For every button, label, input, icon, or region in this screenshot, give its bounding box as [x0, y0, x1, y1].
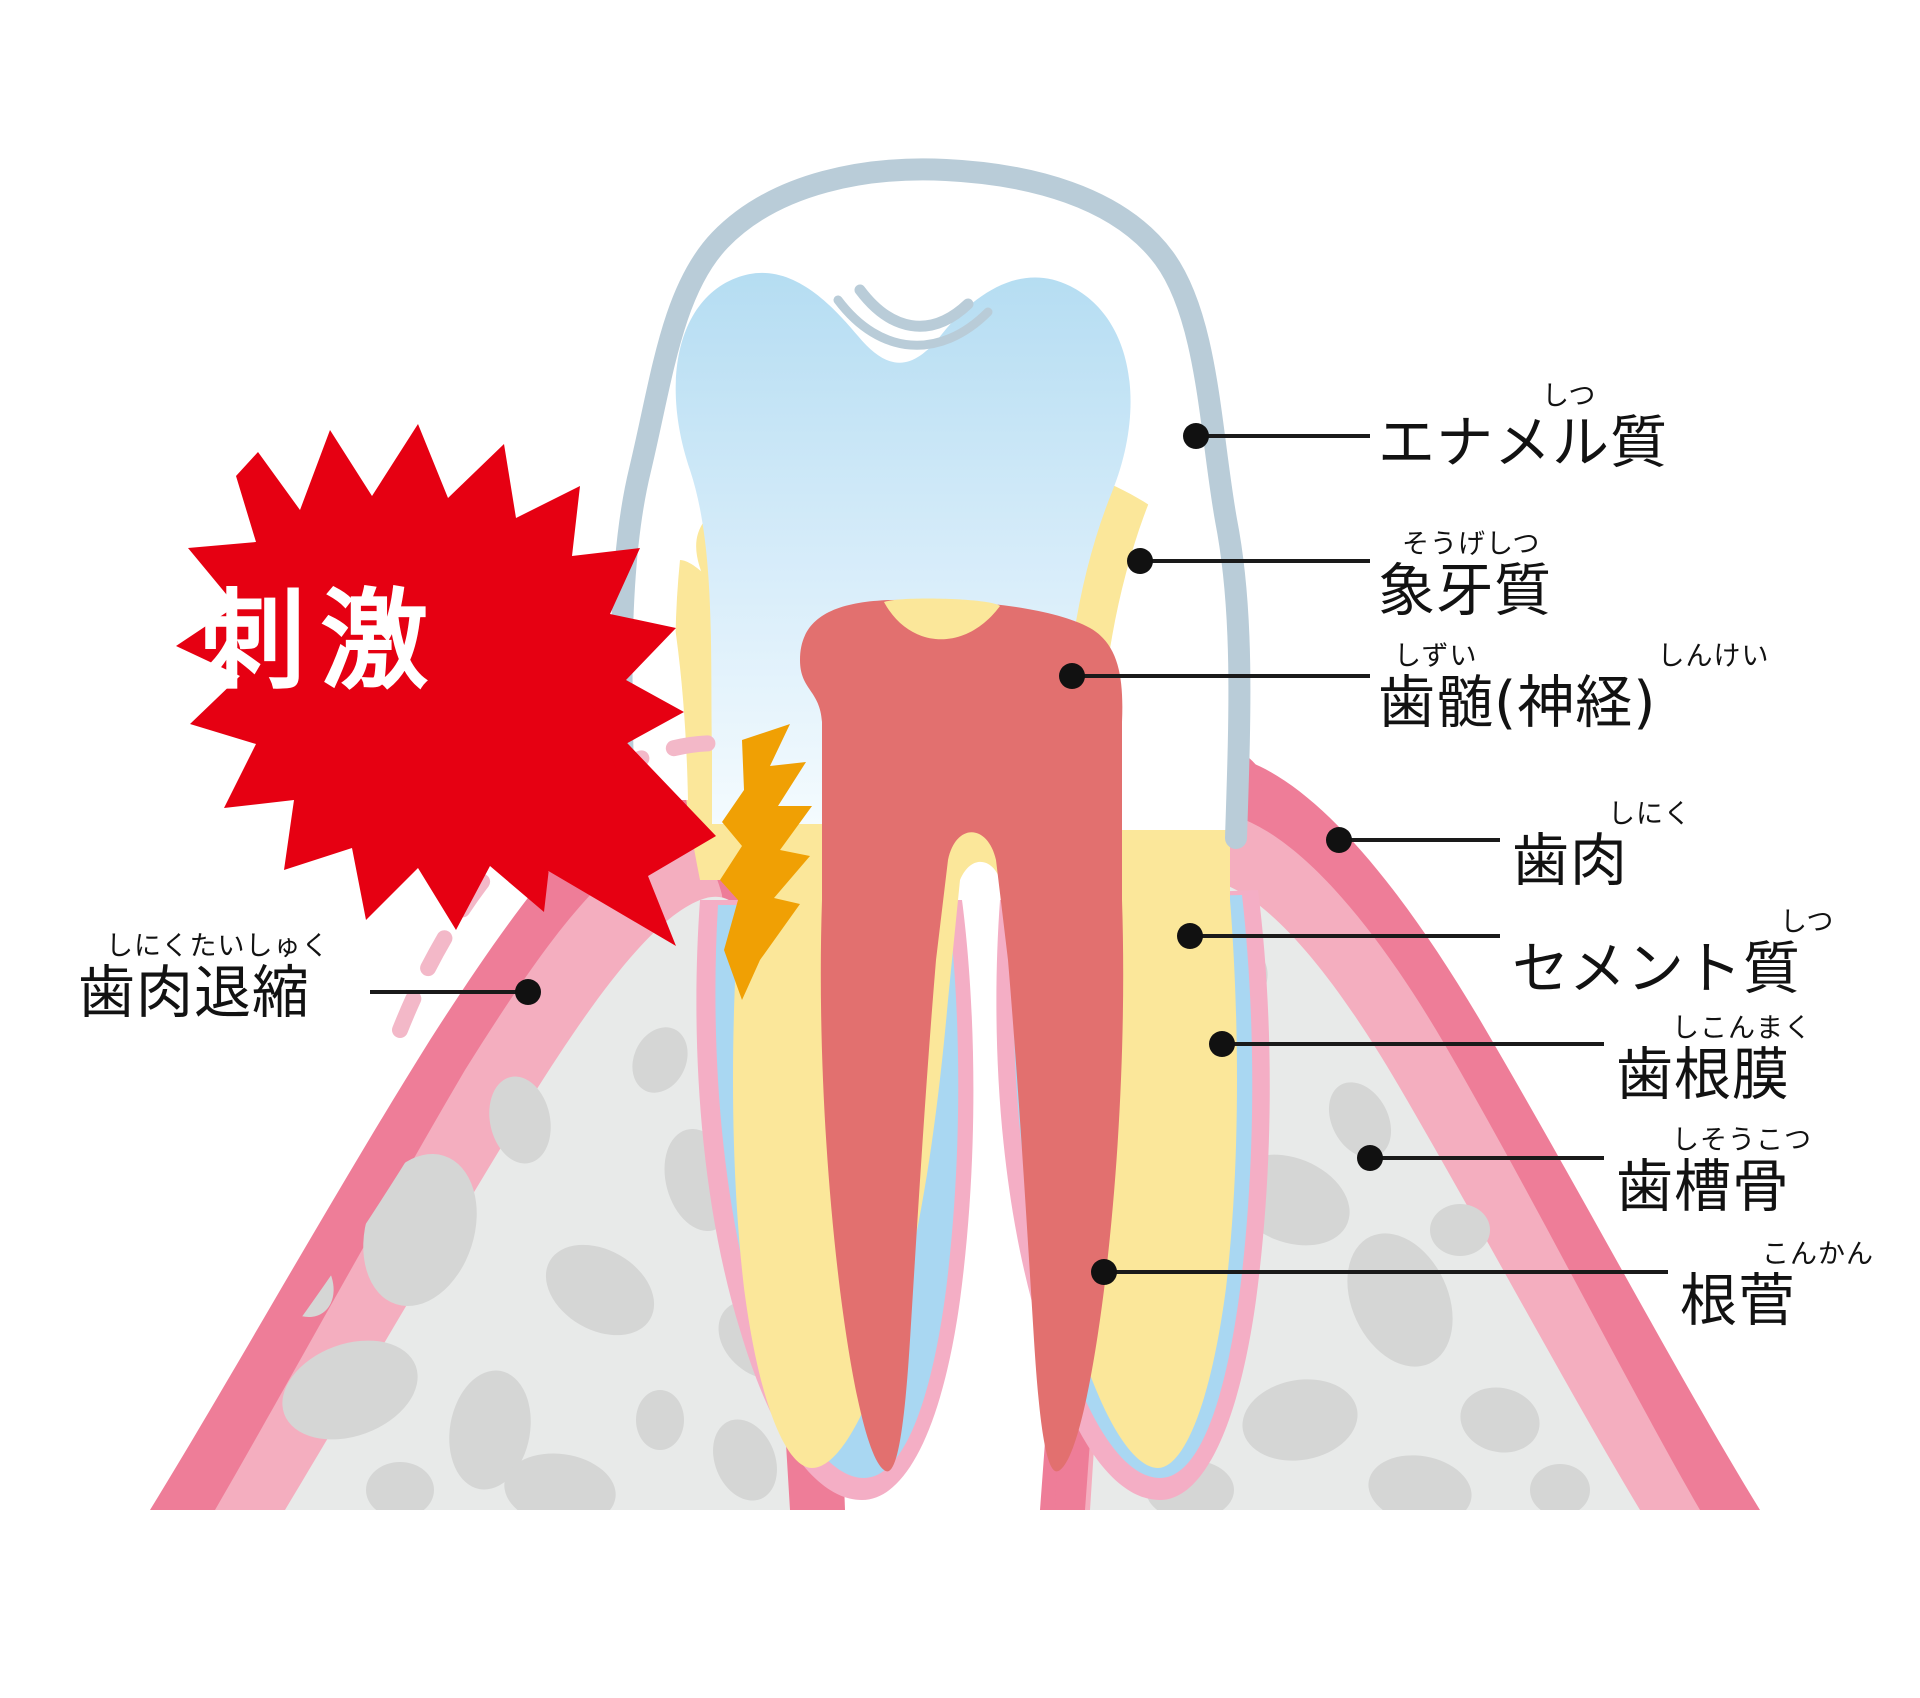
- leader-dot-pulp: [1059, 663, 1085, 689]
- label-text-dentin: 象牙質: [1378, 558, 1552, 624]
- label-text-gingiva: 歯肉: [1512, 828, 1628, 894]
- leader-dot-dentin: [1127, 548, 1153, 574]
- leader-dot-gingiva: [1326, 827, 1352, 853]
- label-bone: しそうこつ歯槽骨: [1616, 1124, 1812, 1216]
- leader-dot-cementum: [1177, 923, 1203, 949]
- label-pulp: しずいしんけい歯髄(神経): [1378, 640, 1769, 732]
- furigana-pulp: しずいしんけい: [1394, 641, 1770, 672]
- label-text-bone: 歯槽骨: [1616, 1154, 1790, 1220]
- label-cementum: しつセメント質: [1512, 906, 1834, 998]
- pulp-chamber: [800, 598, 1124, 1472]
- leader-lines-group: [370, 434, 1668, 1274]
- label-gingiva: しにく歯肉: [1512, 798, 1691, 890]
- furigana-recession: しにくたいしゅく: [106, 931, 330, 962]
- leader-dot-recession: [515, 979, 541, 1005]
- label-text-enamel: エナメル質: [1378, 410, 1668, 476]
- label-enamel: しつエナメル質: [1378, 380, 1668, 472]
- furigana-cementum: しつ: [1780, 907, 1835, 938]
- furigana-bone: しそうこつ: [1672, 1125, 1812, 1156]
- leader-dot-bone: [1357, 1145, 1383, 1171]
- label-canal: こんかん根菅: [1680, 1238, 1874, 1330]
- furigana-pdl: しこんまく: [1672, 1013, 1812, 1044]
- furigana-dentin: そうげしつ: [1402, 529, 1541, 560]
- stimulus-arrow: [340, 690, 716, 946]
- stimulus-burst-label: 刺激: [198, 579, 443, 704]
- label-text-canal: 根菅: [1680, 1268, 1796, 1334]
- leader-dot-canal: [1091, 1259, 1117, 1285]
- label-recession: しにくたいしゅく歯肉退縮: [78, 930, 329, 1022]
- furigana-canal: こんかん: [1762, 1239, 1874, 1270]
- label-dentin: そうげしつ象牙質: [1378, 528, 1552, 620]
- furigana-gingiva: しにく: [1608, 799, 1692, 830]
- label-text-recession: 歯肉退縮: [78, 960, 310, 1026]
- label-text-cementum: セメント質: [1512, 936, 1801, 1002]
- leader-dot-pdl: [1209, 1031, 1235, 1057]
- leader-dot-enamel: [1183, 423, 1209, 449]
- leader-dots-group: [515, 423, 1383, 1285]
- irritation-zigzag-icon: [720, 724, 812, 1000]
- label-text-pdl: 歯根膜: [1616, 1042, 1790, 1108]
- label-text-pulp: 歯髄(神経): [1378, 670, 1657, 736]
- label-pdl: しこんまく歯根膜: [1616, 1012, 1812, 1104]
- furigana-enamel: しつ: [1542, 381, 1597, 412]
